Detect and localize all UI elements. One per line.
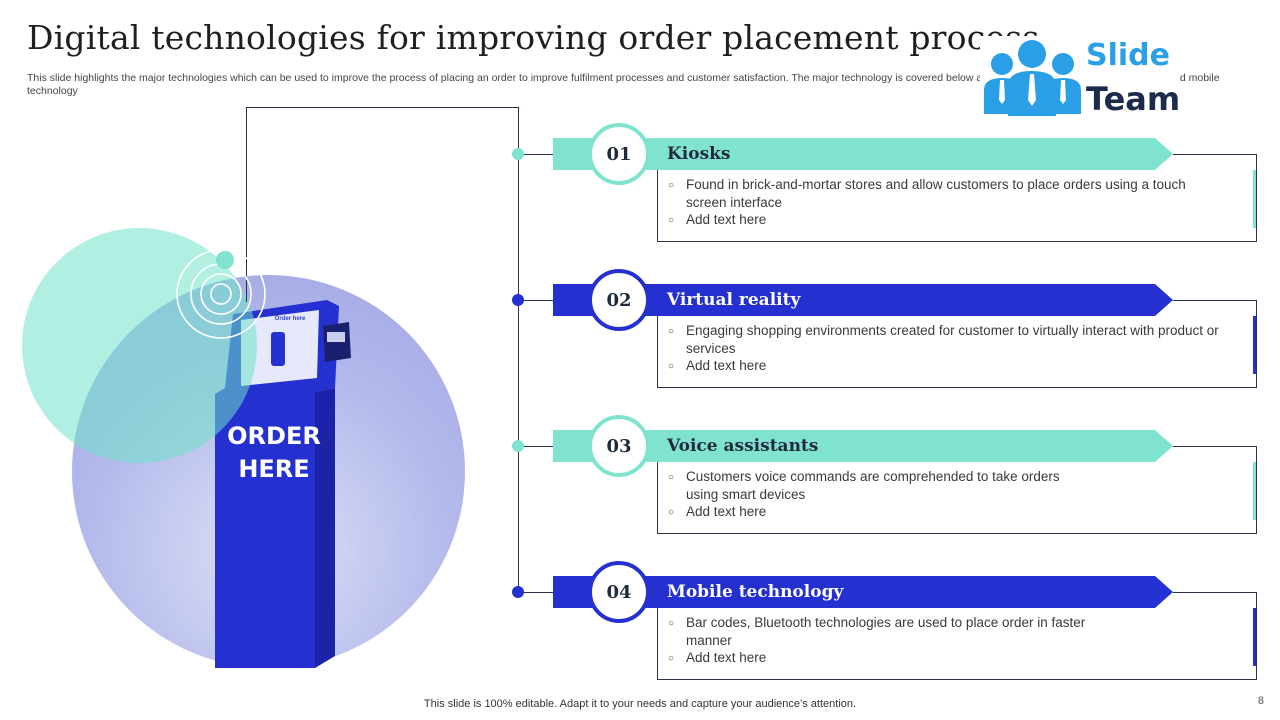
connector-dot-3 — [512, 440, 524, 452]
item-2-bullet-2: Add text here — [668, 357, 1228, 375]
frame-left-line — [246, 107, 247, 302]
decorative-green-circle — [22, 228, 257, 463]
kiosk-order-here-text: ORDER HERE — [227, 422, 321, 483]
item-box-accent-2 — [1253, 316, 1256, 374]
logo-word-team: Team — [1086, 80, 1181, 118]
frame-top-line — [246, 107, 519, 108]
connector-line-3 — [518, 446, 554, 447]
item-banner-1: Kiosks — [553, 138, 1173, 170]
item-bullets-1: Found in brick-and-mortar stores and all… — [668, 176, 1228, 229]
item-bullets-3: Customers voice commands are comprehende… — [668, 468, 1068, 521]
item-bullets-2: Engaging shopping environments created f… — [668, 322, 1228, 375]
item-box-top-border-4 — [1173, 592, 1257, 593]
item-title-2: Virtual reality — [667, 290, 801, 310]
item-4-bullet-1: Bar codes, Bluetooth technologies are us… — [668, 614, 1098, 649]
connector-dot-2 — [512, 294, 524, 306]
item-box-accent-3 — [1253, 462, 1256, 520]
item-number-badge-3: 03 — [588, 415, 650, 477]
kiosk-screen-text: Order here — [274, 316, 306, 322]
item-3-bullet-2: Add text here — [668, 503, 1068, 521]
ripple-target-icon — [176, 249, 266, 339]
item-title-4: Mobile technology — [667, 582, 844, 602]
item-title-1: Kiosks — [667, 144, 731, 164]
item-box-top-border-2 — [1173, 300, 1257, 301]
item-2-bullet-1: Engaging shopping environments created f… — [668, 322, 1228, 357]
item-bullets-4: Bar codes, Bluetooth technologies are us… — [668, 614, 1098, 667]
connector-line-2 — [518, 300, 554, 301]
item-1-bullet-2: Add text here — [668, 211, 1228, 229]
item-box-accent-1 — [1253, 170, 1256, 228]
connector-dot-1 — [512, 148, 524, 160]
item-box-2: Engaging shopping environments created f… — [657, 300, 1257, 388]
item-1-bullet-1: Found in brick-and-mortar stores and all… — [668, 176, 1228, 211]
connector-dot-4 — [512, 586, 524, 598]
item-banner-4: Mobile technology — [553, 576, 1173, 608]
connector-line-1 — [518, 154, 554, 155]
item-number-badge-2: 02 — [588, 269, 650, 331]
item-box-accent-4 — [1253, 608, 1256, 666]
item-box-top-border-1 — [1173, 154, 1257, 155]
item-banner-3: Voice assistants — [553, 430, 1173, 462]
item-title-3: Voice assistants — [667, 436, 819, 456]
connector-line-4 — [518, 592, 554, 593]
logo-word-slide: Slide — [1086, 38, 1170, 73]
connector-vertical-line — [518, 107, 519, 593]
item-3-bullet-1: Customers voice commands are comprehende… — [668, 468, 1068, 503]
item-banner-2: Virtual reality — [553, 284, 1173, 316]
slideteam-logo: Slide Team — [980, 36, 1180, 118]
footer-note: This slide is 100% editable. Adapt it to… — [423, 698, 857, 710]
page-number: 8 — [1257, 695, 1264, 707]
slide-subtitle: This slide highlights the major technolo… — [27, 72, 1220, 97]
team-people-icon — [984, 40, 1081, 116]
item-number-badge-1: 01 — [588, 123, 650, 185]
item-box-top-border-3 — [1173, 446, 1257, 447]
slide-title: Digital technologies for improving order… — [27, 18, 1040, 57]
item-number-badge-4: 04 — [588, 561, 650, 623]
item-4-bullet-2: Add text here — [668, 649, 1098, 667]
frame-left-line-lower — [246, 280, 247, 302]
